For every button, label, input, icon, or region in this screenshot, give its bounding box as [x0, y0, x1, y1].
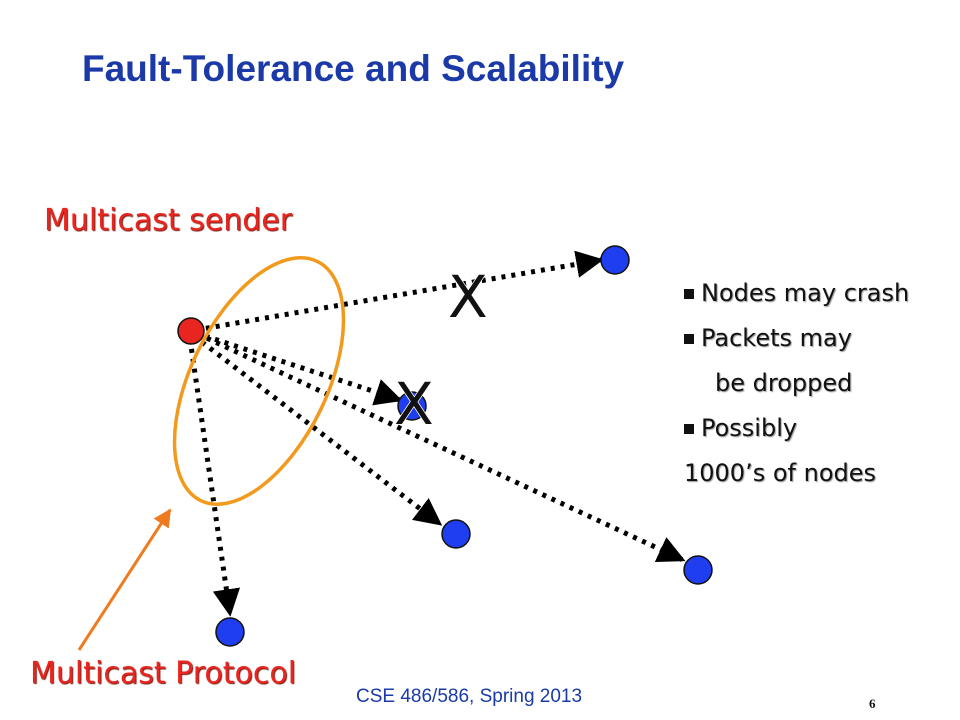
multicast-path-arrow [195, 250, 604, 333]
protocol-ellipse [172, 256, 346, 506]
sender-node [177, 317, 205, 345]
multicast-path-arrow [192, 334, 443, 526]
slide-title: Fault-Tolerance and Scalability [82, 48, 625, 89]
multicast-path-arrow [187, 338, 241, 617]
receiver-node [600, 245, 630, 275]
failure-x-mark: X [448, 263, 488, 331]
footer-course-label: CSE 486/586, Spring 2013 [356, 686, 583, 707]
multicast-path-arrow [195, 330, 403, 406]
protocol-pointer-arrow [77, 508, 172, 651]
multicast-path-arrow [196, 331, 686, 563]
receiver-node [683, 555, 713, 585]
square-bullet-icon [684, 289, 694, 299]
multicast-sender-label: Multicast sender [44, 203, 293, 238]
bullet-item: Packets may [684, 321, 909, 366]
page-number: 6 [869, 696, 876, 711]
failure-x-mark: X [394, 370, 434, 438]
bullet-text: Possibly [701, 414, 798, 442]
bullet-continuation: be dropped [684, 366, 909, 411]
receiver-node [441, 519, 471, 549]
bullet-text: Nodes may crash [701, 279, 910, 307]
multicast-protocol-label: Multicast Protocol [30, 656, 297, 691]
receiver-node [397, 391, 427, 421]
bullet-item: Possibly [684, 411, 909, 456]
bullet-text: 1000’s of nodes [684, 459, 876, 487]
receiver-node [215, 617, 245, 647]
bullet-list: Nodes may crash Packets may be dropped P… [684, 276, 909, 501]
bullet-item: Nodes may crash [684, 276, 909, 321]
bullet-plain-line: 1000’s of nodes [684, 456, 909, 501]
bullet-text: Packets may [701, 324, 852, 352]
square-bullet-icon [684, 424, 694, 434]
bullet-text: be dropped [715, 369, 853, 397]
square-bullet-icon [684, 334, 694, 344]
